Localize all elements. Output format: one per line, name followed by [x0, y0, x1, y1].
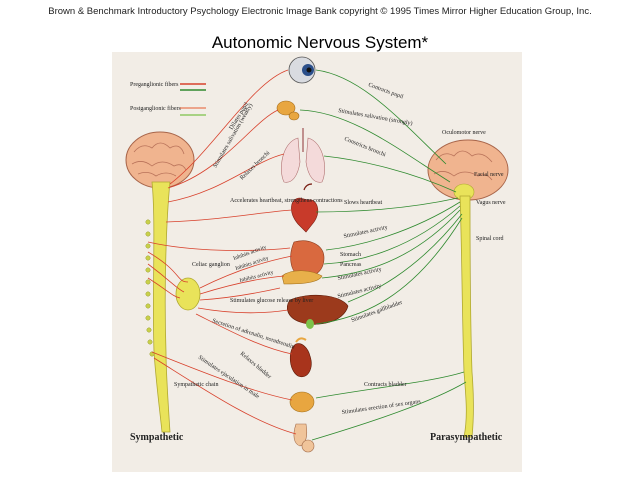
parasympathetic-spinal-cord	[459, 195, 474, 438]
label-contracts-bladder: Contracts bladder	[364, 382, 407, 388]
legend: Preganglionic fibers Postganglionic fibe…	[130, 81, 206, 116]
sympathetic-chain-ganglia	[145, 219, 155, 357]
parasympathetic-brain	[427, 139, 509, 201]
label-stomach: Stomach	[340, 252, 361, 258]
label-slows-heartbeat: Slows heartbeat	[344, 200, 382, 206]
label-oculomotor-nerve: Oculomotor nerve	[442, 130, 486, 136]
heart-organ	[291, 183, 319, 233]
adrenal-kidney-organ	[289, 337, 312, 378]
liver-organ	[287, 294, 349, 329]
label-pancreas: Pancreas	[340, 262, 362, 268]
copyright-notice: Brown & Benchmark Introductory Psycholog…	[48, 6, 592, 17]
legend-postganglionic-label: Postganglionic fibers	[130, 105, 181, 112]
autonomic-nervous-system-diagram: Preganglionic fibers Postganglionic fibe…	[112, 52, 522, 472]
celiac-ganglion	[175, 277, 201, 311]
sex-organs	[293, 423, 315, 453]
salivary-gland-organ	[276, 100, 300, 121]
sympathetic-brain	[125, 131, 195, 189]
label-accelerates-heartbeat: Accelerates heartbeat, strengthens contr…	[230, 198, 343, 204]
legend-preganglionic-label: Preganglionic fibers	[130, 81, 179, 88]
label-parasympathetic: Parasympathetic	[430, 432, 503, 443]
bladder-organ	[289, 391, 315, 413]
label-celiac-ganglion: Celiac ganglion	[192, 262, 230, 268]
label-vagus-nerve: Vagus nerve	[476, 200, 506, 206]
label-sympathetic-chain: Sympathetic chain	[174, 382, 219, 388]
label-spinal-cord: Spinal cord	[476, 236, 504, 242]
lungs-organ	[281, 128, 325, 183]
label-stimulates-glucose: Stimulates glucose release by liver	[230, 298, 313, 304]
parasympathetic-fibers	[299, 69, 467, 441]
sympathetic-fibers	[147, 69, 297, 435]
eye-organ	[288, 56, 316, 84]
page-title: Autonomic Nervous System*	[211, 33, 429, 52]
label-facial-nerve: Facial nerve	[474, 172, 504, 178]
label-sympathetic: Sympathetic	[130, 432, 184, 443]
pancreas-organ	[281, 270, 323, 285]
